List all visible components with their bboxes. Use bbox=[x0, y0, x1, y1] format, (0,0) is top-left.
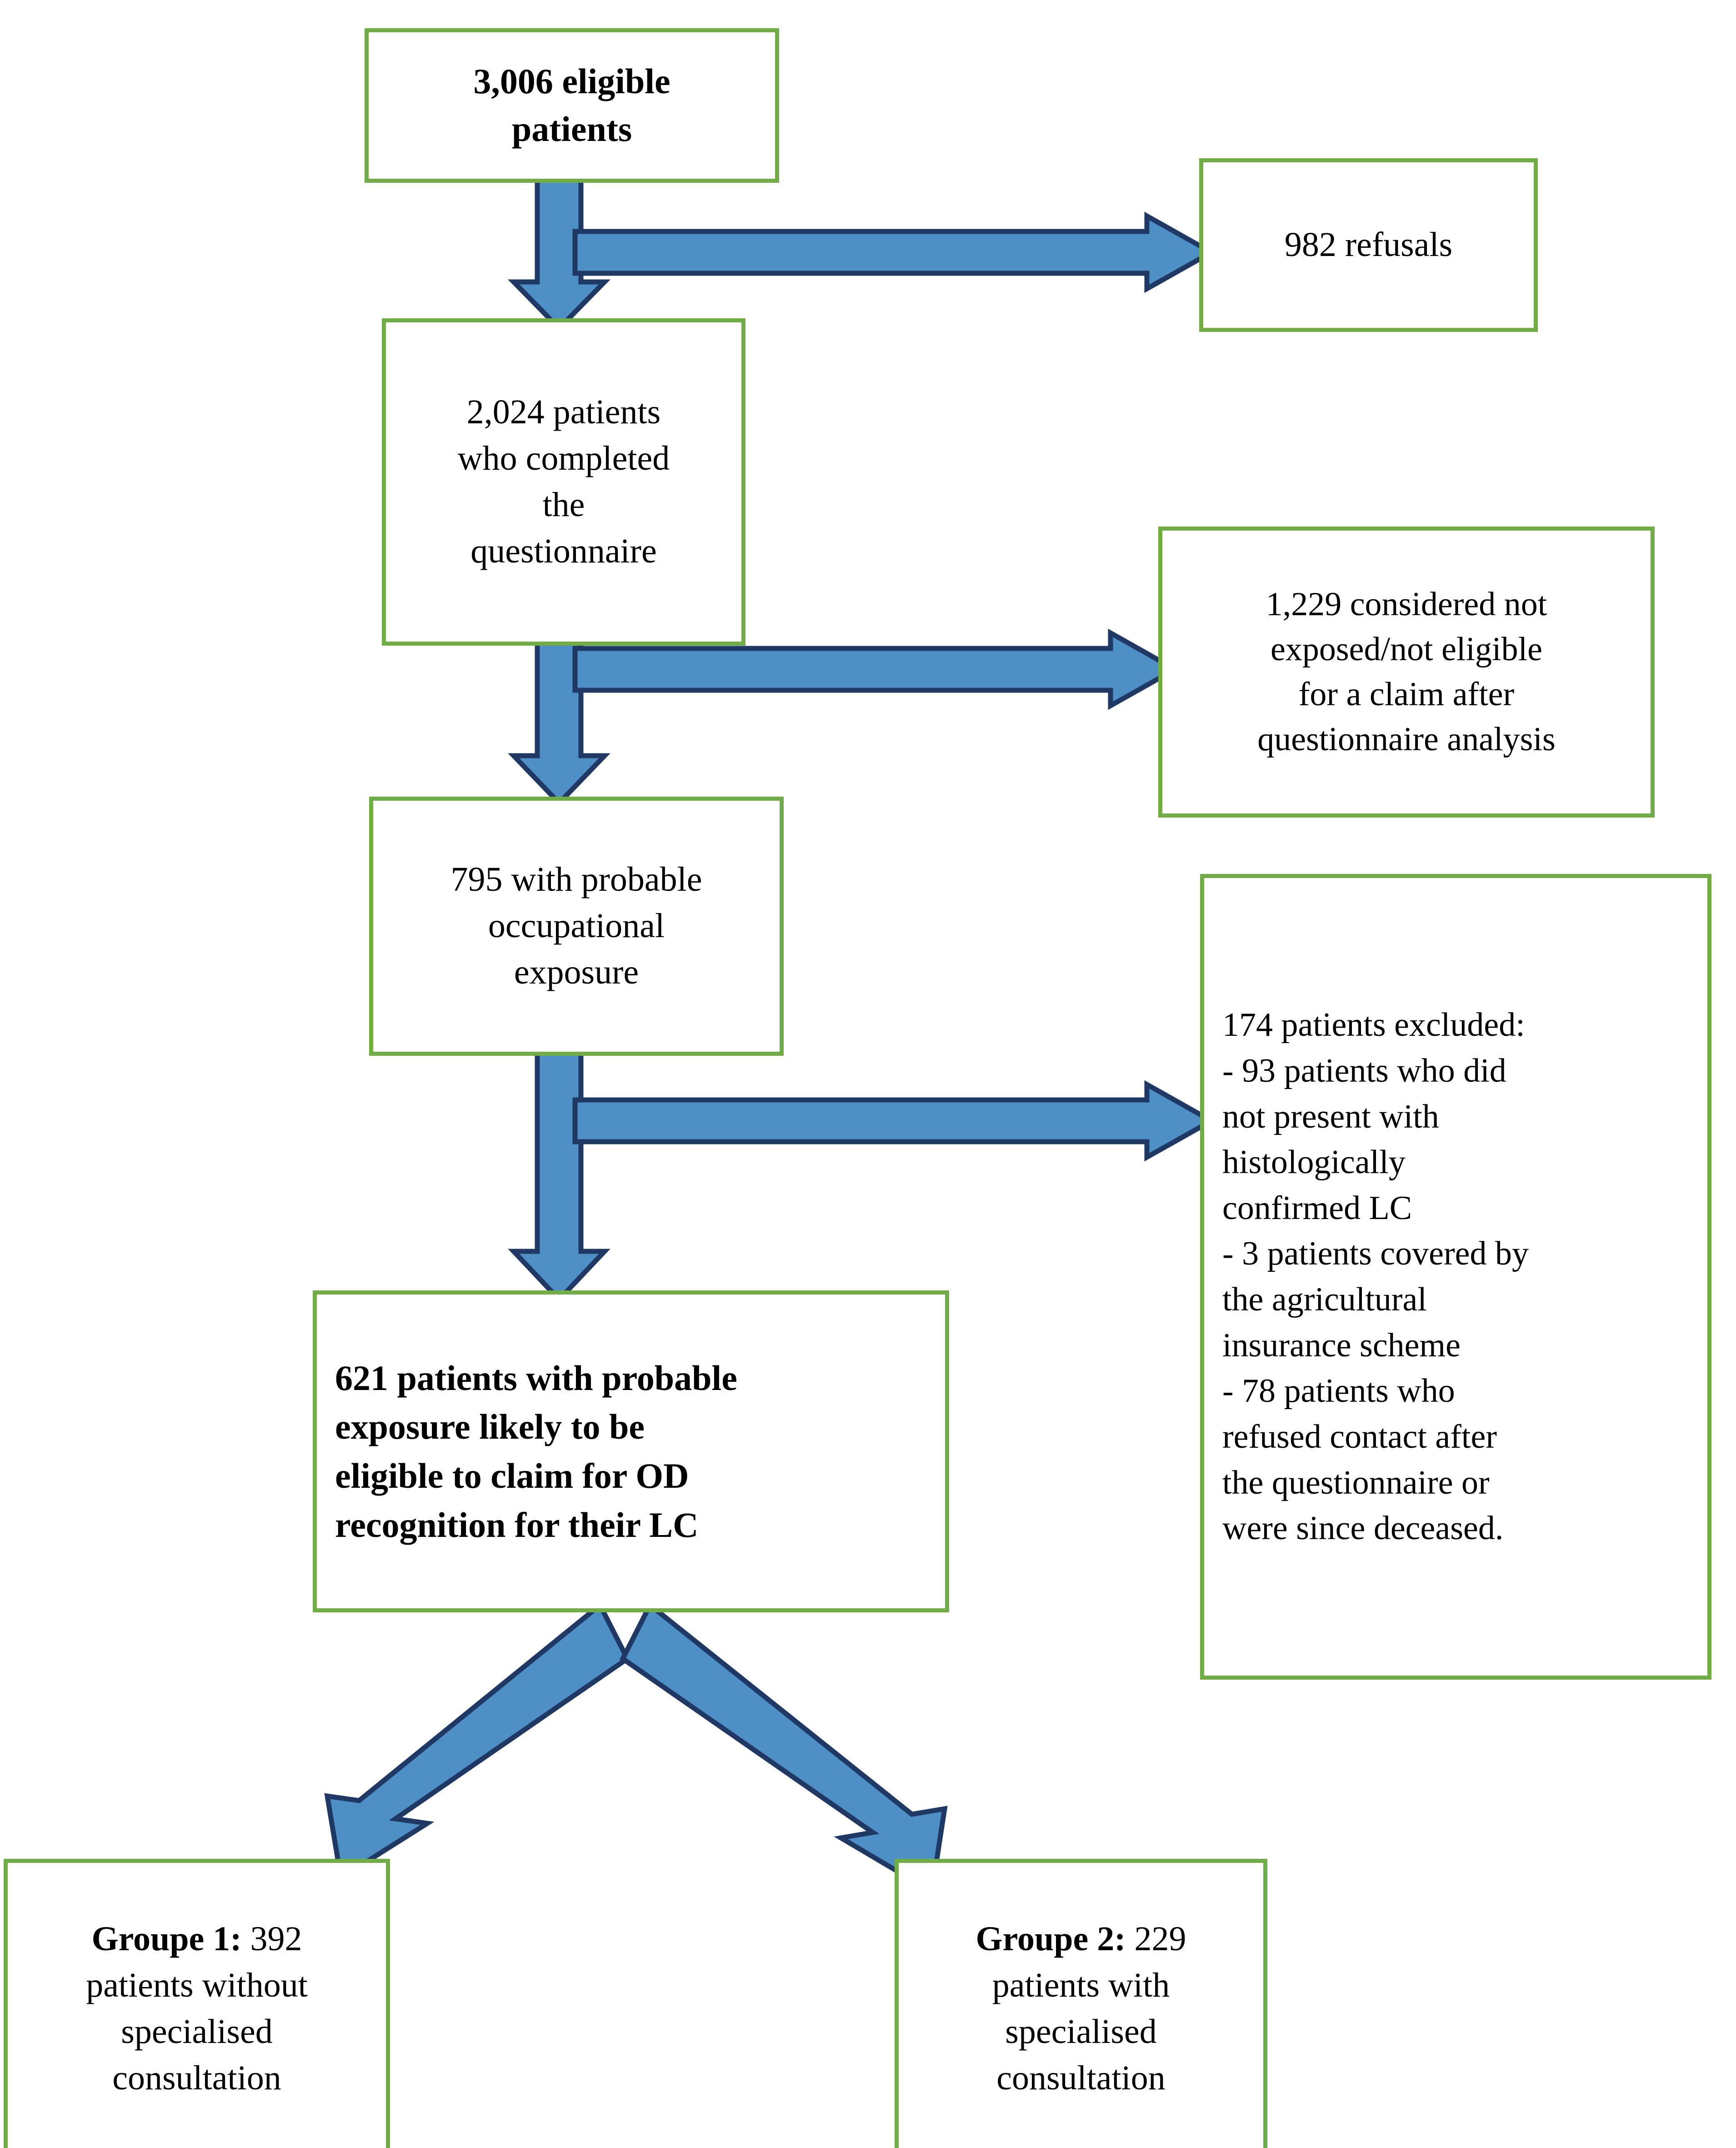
eligible-patients-label: 3,006 eligible patients bbox=[473, 61, 670, 149]
group-1-rest: 392 patients without specialised consult… bbox=[86, 1920, 308, 2097]
refusals-label: 982 refusals bbox=[1284, 226, 1453, 264]
excluded-patients-box: 174 patients excluded: - 93 patients who… bbox=[1200, 874, 1711, 1680]
completed-questionnaire-box: 2,024 patients who completed the questio… bbox=[382, 318, 745, 646]
completed-questionnaire-label: 2,024 patients who completed the questio… bbox=[457, 393, 670, 570]
group-1-label: Groupe 1: 392 patients without specialis… bbox=[8, 1916, 386, 2101]
group-2-box: Groupe 2: 229 patients with specialised … bbox=[895, 1859, 1267, 2148]
excluded-patients-label: 174 patients excluded: - 93 patients who… bbox=[1222, 1006, 1529, 1547]
group-2-rest: 229 patients with specialised consultati… bbox=[992, 1920, 1186, 2097]
eligible-621-box: 621 patients with probable exposure like… bbox=[313, 1290, 949, 1612]
arrow-eligible-to-refusals bbox=[572, 211, 1217, 293]
not-exposed-label: 1,229 considered not exposed/not eligibl… bbox=[1257, 585, 1556, 758]
group-1-lead: Groupe 1: bbox=[91, 1920, 242, 1958]
arrow-eligible621-to-group1 bbox=[300, 1601, 645, 1887]
not-exposed-box: 1,229 considered not exposed/not eligibl… bbox=[1158, 527, 1655, 818]
arrow-probable-to-eligible621 bbox=[508, 1048, 610, 1304]
group-1-box: Groupe 1: 392 patients without specialis… bbox=[4, 1859, 390, 2148]
probable-exposure-label: 795 with probable occupational exposure bbox=[450, 860, 702, 991]
group-2-lead: Groupe 2: bbox=[976, 1920, 1126, 1958]
eligible-patients-box: 3,006 eligible patients bbox=[365, 28, 779, 183]
arrow-probable-to-excluded bbox=[572, 1080, 1217, 1162]
probable-exposure-box: 795 with probable occupational exposure bbox=[369, 797, 784, 1056]
group-2-label: Groupe 2: 229 patients with specialised … bbox=[899, 1916, 1263, 2101]
arrow-eligible-to-completed bbox=[507, 176, 611, 332]
eligible-621-label: 621 patients with probable exposure like… bbox=[335, 1358, 737, 1545]
arrow-eligible621-to-group2 bbox=[618, 1601, 1027, 1896]
arrow-completed-to-probable bbox=[508, 638, 610, 807]
refusals-box: 982 refusals bbox=[1199, 158, 1538, 332]
